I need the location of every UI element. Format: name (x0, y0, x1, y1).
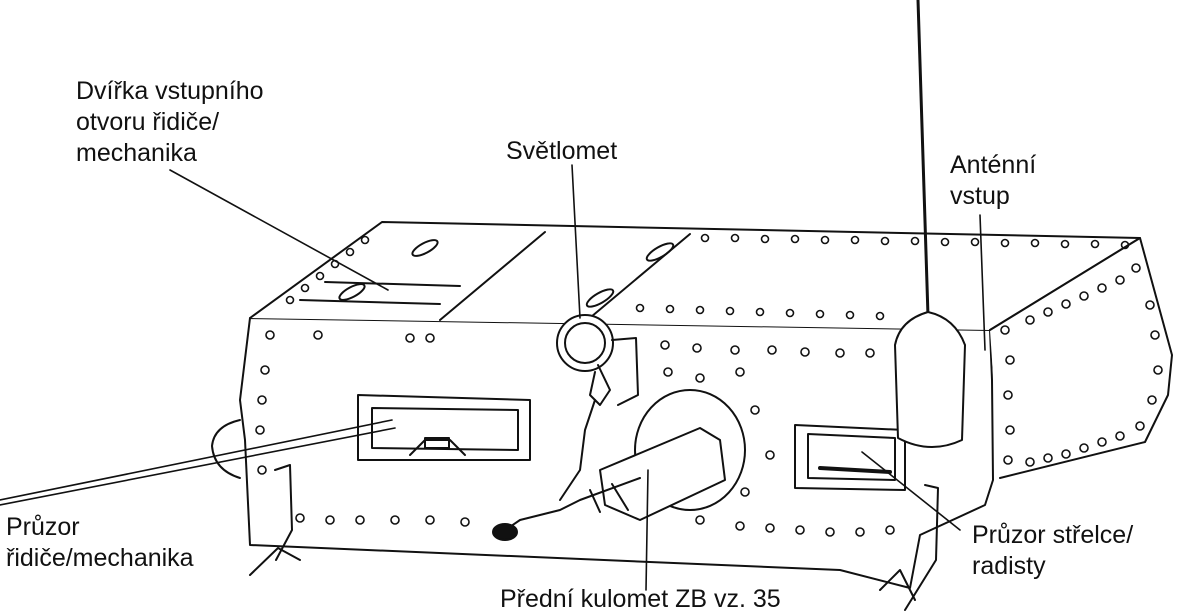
leader-front-mg (645, 469, 649, 591)
label-line: Přední kulomet ZB vz. 35 (500, 585, 781, 613)
headlight (556, 314, 639, 501)
hull-front-plate (211, 317, 994, 589)
driver-vision-port (357, 394, 531, 461)
label-antenna-entry: Anténní vstup (950, 150, 1036, 212)
label-front-mg: Přední kulomet ZB vz. 35 (500, 584, 781, 615)
leader-driver-hatch (169, 169, 389, 291)
label-line: mechanika (76, 139, 197, 167)
label-driver-vision: Průzor řidiče/mechanika (6, 512, 194, 574)
deck-hinges (338, 239, 675, 308)
machine-gun (492, 389, 746, 541)
label-line: Průzor (6, 513, 80, 541)
label-line: vstup (950, 182, 1010, 210)
label-line: Světlomet (506, 137, 618, 165)
label-line: Anténní (950, 151, 1037, 179)
label-line: otvoru řidiče/ (76, 108, 220, 136)
label-line: řidiče/mechanika (6, 544, 194, 572)
antenna (894, 0, 966, 449)
label-line: radisty (972, 552, 1046, 580)
leader-antenna-entry (979, 214, 986, 351)
label-headlight: Světlomet (506, 136, 617, 167)
hull-side-plate (989, 237, 1173, 479)
gunner-vision-port (794, 424, 906, 491)
label-line: Průzor střelce/ (972, 521, 1134, 549)
label-driver-hatch: Dvířka vstupního otvoru řidiče/ mechanik… (76, 76, 264, 169)
label-gunner-vision: Průzor střelce/ radisty (972, 520, 1133, 582)
hull-top-deck (249, 221, 1141, 331)
rivets (255, 233, 1163, 537)
label-line: Dvířka vstupního (76, 77, 264, 105)
leader-gunner-vision (861, 451, 961, 531)
leader-headlight (571, 164, 581, 319)
leader-driver-vision (0, 419, 393, 501)
track-supports (249, 464, 939, 611)
leader-lines (0, 164, 986, 591)
